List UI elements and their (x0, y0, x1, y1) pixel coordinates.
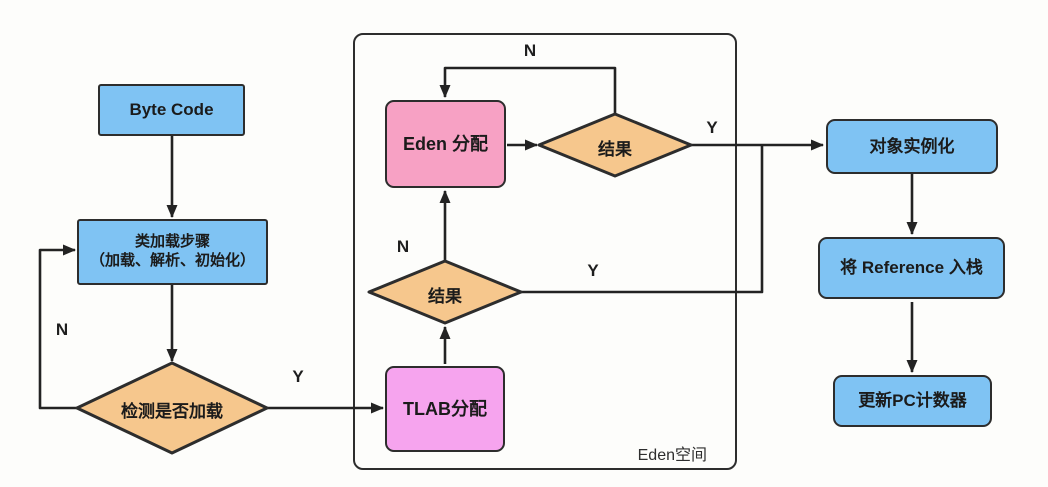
node-instantiate-label: 对象实例化 (869, 136, 955, 156)
edge-label-result-eden-no: N (523, 41, 537, 60)
edge-check-no-loop (38, 244, 77, 410)
eden-space-container (353, 33, 737, 470)
eden-space-label: Eden空间 (637, 447, 707, 464)
edge-label-result-eden-yes: Y (706, 118, 718, 137)
decision-result-eden (537, 112, 693, 178)
edge-label-result-tlab-no: N (396, 237, 410, 256)
node-byte-code: Byte Code (98, 84, 245, 136)
node-instantiate: 对象实例化 (826, 119, 998, 174)
edge-label-check-no: N (55, 320, 69, 339)
edge-label-result-tlab-yes: Y (587, 261, 599, 280)
node-byte-code-label: Byte Code (129, 100, 214, 120)
node-update-pc: 更新PC计数器 (833, 375, 992, 427)
node-eden-alloc: Eden 分配 (385, 100, 506, 188)
node-class-loading-line1: 类加载步骤 (134, 233, 210, 251)
node-tlab-alloc: TLAB分配 (385, 366, 505, 452)
edge-label-check-yes: Y (292, 367, 304, 386)
node-class-loading: 类加载步骤 （加载、解析、初始化） (77, 219, 268, 285)
node-tlab-alloc-label: TLAB分配 (403, 398, 487, 419)
edge-result-tlab-yes (521, 145, 764, 294)
node-push-reference-label: 将 Reference 入栈 (840, 258, 983, 278)
node-update-pc-label: 更新PC计数器 (858, 391, 967, 411)
decision-check-loaded (75, 361, 269, 455)
node-eden-alloc-label: Eden 分配 (402, 133, 488, 154)
node-class-loading-label: 类加载步骤 （加载、解析、初始化） (90, 233, 255, 271)
edge-result-eden-no-loop (439, 66, 617, 114)
decision-result-tlab (367, 259, 523, 325)
node-push-reference: 将 Reference 入栈 (818, 237, 1005, 299)
node-class-loading-line2: （加载、解析、初始化） (89, 252, 255, 269)
